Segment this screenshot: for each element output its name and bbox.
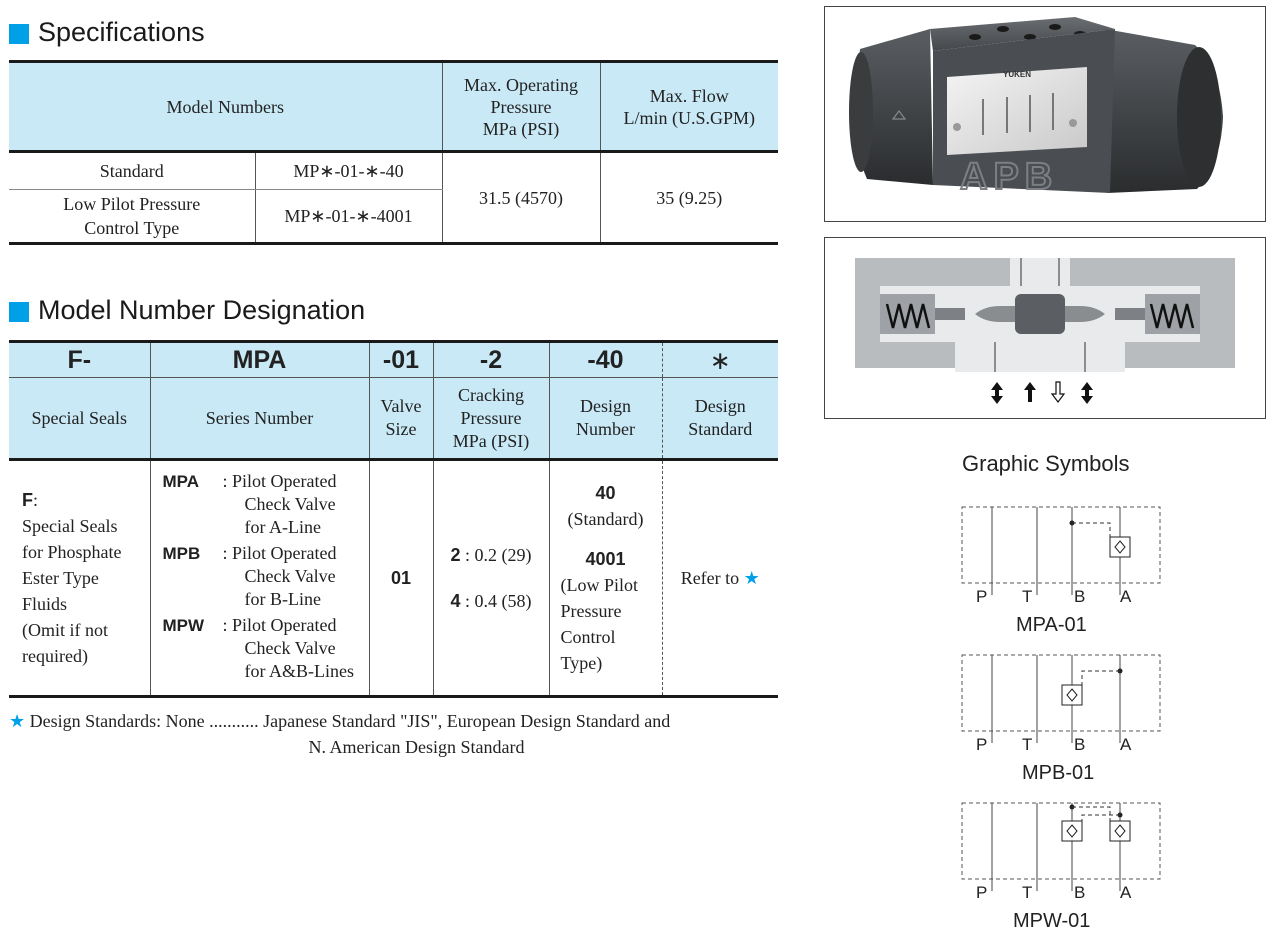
svg-text:MPB-01: MPB-01 — [1022, 762, 1094, 784]
svg-text:P: P — [976, 883, 987, 902]
svg-text:B: B — [1074, 587, 1085, 606]
code-seals: F- — [9, 340, 150, 378]
row-model-low-pilot: MP∗-01-∗-4001 — [254, 189, 442, 245]
header-max-flow: Max. Flow L/min (U.S.GPM) — [599, 60, 778, 153]
seals-code-line: F: — [22, 490, 39, 510]
svg-text:T: T — [1022, 883, 1032, 902]
row-model-standard: MP∗-01-∗-40 — [254, 151, 442, 190]
svg-text:B: B — [1074, 735, 1085, 754]
svg-text:T: T — [1022, 735, 1032, 754]
svg-text:MPW-01: MPW-01 — [1013, 910, 1090, 932]
photo-brand-text: YUKEN — [1003, 70, 1031, 79]
row-type-low-pilot: Low Pilot Pressure Control Type — [9, 189, 255, 245]
seals-cell: F: Special Seals for Phosphate Ester Typ… — [9, 459, 150, 698]
row-type-standard: Standard — [9, 151, 255, 190]
photo-logo-text: APB — [960, 156, 1058, 198]
symbol-mpa-01: P T B A MPA-01 — [961, 506, 1161, 636]
product-photo: YUKEN APB — [824, 6, 1266, 222]
designation-heading: Model Number Designation — [38, 295, 366, 325]
label-cracking-pressure: Cracking Pressure MPa (PSI) — [432, 377, 549, 461]
pressure-value: 31.5 (4570) — [441, 151, 600, 245]
section-marker-designation — [9, 302, 29, 322]
label-series-number: Series Number — [149, 377, 369, 461]
header-model-numbers: Model Numbers — [9, 60, 442, 153]
svg-text:A: A — [1120, 587, 1132, 606]
star-icon: ★ — [9, 711, 26, 731]
header-max-pressure: Max. Operating Pressure MPa (PSI) — [441, 60, 600, 153]
valve-size-value: 01 — [368, 459, 433, 698]
specifications-table: Model Numbers Max. Operating Pressure MP… — [9, 60, 778, 245]
svg-text:P: P — [976, 587, 987, 606]
label-design-number: Design Number — [548, 377, 662, 461]
design-number-cell: 40 (Standard) 4001 (Low Pilot Pressure C… — [548, 459, 662, 698]
symbol-mpb-01: P T B A MPB-01 — [961, 654, 1161, 784]
svg-text:T: T — [1022, 587, 1032, 606]
cracking-2: 2 : 0.2 (29) — [450, 545, 532, 565]
symbol-mpw-01: P T B A MPW-01 — [961, 802, 1161, 932]
flow-value: 35 (9.25) — [599, 151, 778, 245]
svg-text:A: A — [1120, 883, 1132, 902]
code-size: -01 — [368, 340, 433, 378]
designation-table: F- MPA -01 -2 -40 ∗ Special Seals Series… — [9, 340, 778, 698]
code-cracking: -2 — [432, 340, 549, 378]
sectional-drawing — [824, 237, 1266, 419]
refer-text: Refer to ★ — [680, 568, 760, 588]
code-series: MPA — [149, 340, 369, 378]
label-valve-size: Valve Size — [368, 377, 433, 461]
svg-text:A: A — [1120, 735, 1132, 754]
cracking-4: 4 : 0.4 (58) — [450, 591, 532, 611]
valve-photo-illustration: YUKEN APB — [849, 17, 1223, 199]
code-design-number: -40 — [548, 340, 662, 378]
graphic-symbols-title: Graphic Symbols — [962, 451, 1130, 476]
specifications-heading: Specifications — [38, 17, 205, 47]
refer-cell: Refer to ★ — [661, 459, 778, 698]
graphic-symbols-diagram: P T B A MPA-01 P T B A MPB-01 — [961, 506, 1161, 932]
section-marker-specifications — [9, 24, 29, 44]
star-icon: ★ — [743, 568, 760, 588]
svg-text:B: B — [1074, 883, 1085, 902]
svg-text:P: P — [976, 735, 987, 754]
label-design-standard: Design Standard — [661, 377, 778, 461]
label-special-seals: Special Seals — [9, 377, 150, 461]
svg-text:MPA-01: MPA-01 — [1016, 614, 1087, 636]
code-design-standard: ∗ — [661, 340, 778, 378]
design-standards-note: ★ Design Standards: None ........... Jap… — [9, 711, 671, 757]
valve-cross-section — [855, 258, 1235, 404]
cracking-cell: 2 : 0.2 (29) 4 : 0.4 (58) — [432, 459, 549, 698]
